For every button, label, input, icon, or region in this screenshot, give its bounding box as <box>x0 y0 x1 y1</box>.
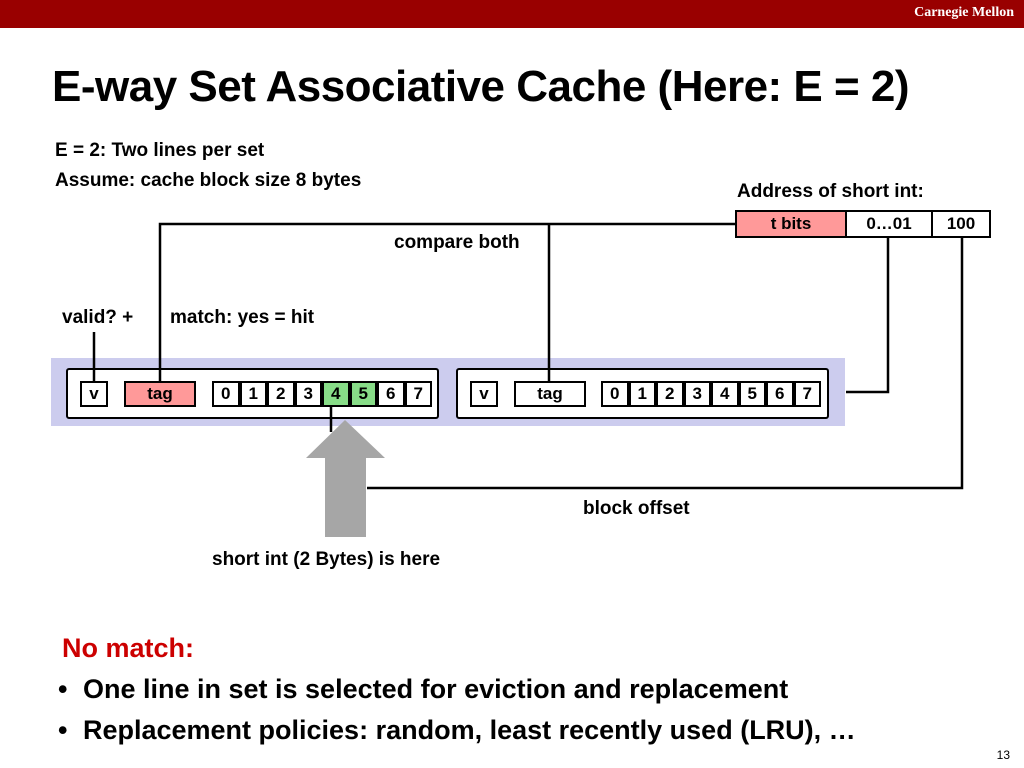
set-index-wire <box>846 238 890 394</box>
bullet-text-1: One line in set is selected for eviction… <box>82 674 789 704</box>
line2-byte-6: 6 <box>766 381 794 407</box>
line2-byte-0: 0 <box>601 381 629 407</box>
line1-valid-bit: v <box>80 381 108 407</box>
header-bar: Carnegie Mellon <box>0 0 1024 28</box>
line2-valid-bit: v <box>470 381 498 407</box>
line2-tag: tag <box>514 381 586 407</box>
address-setindex-field: 0…01 <box>845 210 933 238</box>
line1-byte-6: 6 <box>377 381 405 407</box>
line2-byte-5: 5 <box>738 381 766 407</box>
address-tbits-field: t bits <box>735 210 847 238</box>
tag-compare-wire-line1 <box>158 222 735 381</box>
bullet-item-1: • One line in set is selected for evicti… <box>58 674 788 705</box>
line2-byte-1: 1 <box>628 381 656 407</box>
block-offset-wire <box>367 238 964 490</box>
line1-byte-4: 4 <box>322 381 350 407</box>
line1-byte-2: 2 <box>267 381 295 407</box>
line1-byte-3: 3 <box>294 381 322 407</box>
info-line-1: E = 2: Two lines per set <box>55 140 265 161</box>
line1-byte-7: 7 <box>404 381 432 407</box>
block-offset-label: block offset <box>583 498 690 519</box>
line2-byte-2: 2 <box>656 381 684 407</box>
short-int-label: short int (2 Bytes) is here <box>212 549 441 570</box>
page-number: 13 <box>996 748 1010 762</box>
brand-label: Carnegie Mellon <box>914 5 1014 20</box>
slide-title: E-way Set Associative Cache (Here: E = 2… <box>52 62 910 111</box>
line1-byte-1: 1 <box>239 381 267 407</box>
valid-check-label: valid? + <box>62 307 134 328</box>
bullet-dot-icon: • <box>58 674 68 704</box>
bullet-dot-icon: • <box>58 715 68 745</box>
line1-byte-5: 5 <box>349 381 377 407</box>
match-hit-label: match: yes = hit <box>170 307 315 328</box>
address-offset-field: 100 <box>931 210 991 238</box>
line2-byte-4: 4 <box>711 381 739 407</box>
line2-byte-3: 3 <box>683 381 711 407</box>
info-line-2: Assume: cache block size 8 bytes <box>55 170 362 191</box>
bullet-text-2: Replacement policies: random, least rece… <box>82 715 856 745</box>
line1-tag: tag <box>124 381 196 407</box>
line2-byte-7: 7 <box>793 381 821 407</box>
bullet-item-2: • Replacement policies: random, least re… <box>58 715 856 746</box>
line1-byte-0: 0 <box>212 381 240 407</box>
address-label: Address of short int: <box>737 181 924 202</box>
no-match-heading: No match: <box>62 633 195 663</box>
compare-both-label: compare both <box>394 232 520 253</box>
up-arrow-icon <box>306 420 385 537</box>
